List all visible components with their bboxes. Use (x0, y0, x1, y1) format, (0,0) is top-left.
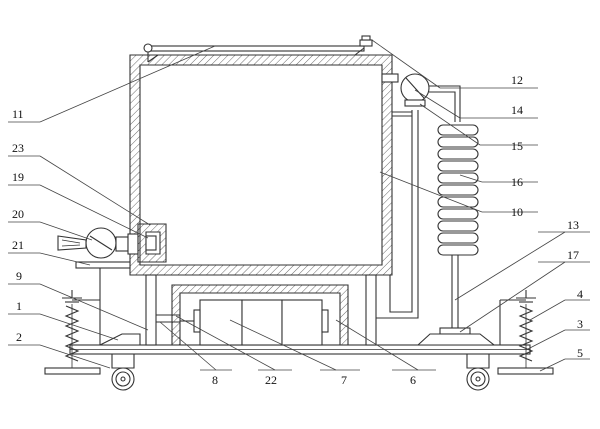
air-nozzle (127, 223, 167, 263)
motor (180, 299, 329, 346)
condenser-support-pole (416, 255, 496, 346)
callout-labels: 12 14 15 16 10 13 17 4 3 5 6 7 22 8 11 2… (12, 73, 583, 387)
callout-10: 10 (511, 205, 523, 219)
left-leveling-screw (44, 290, 101, 375)
callout-21: 21 (12, 238, 24, 252)
left-caster-wheel (111, 354, 135, 391)
callout-9: 9 (16, 269, 22, 283)
callout-16: 16 (511, 175, 523, 189)
return-pipe (376, 110, 419, 319)
callout-2: 2 (16, 330, 22, 344)
callout-20: 20 (12, 207, 24, 221)
callout-1: 1 (16, 299, 22, 313)
callout-17: 17 (567, 248, 579, 262)
callout-7: 7 (341, 373, 347, 387)
callout-22: 22 (265, 373, 277, 387)
fan-platform (75, 261, 131, 300)
right-caster-wheel (466, 354, 490, 391)
leader-lines (8, 39, 590, 372)
right-leveling-screw (497, 290, 554, 375)
callout-3: 3 (577, 317, 583, 331)
callout-11: 11 (12, 107, 24, 121)
callout-12: 12 (511, 73, 523, 87)
tank-lid (143, 43, 365, 63)
outlet-pipe (429, 85, 461, 122)
callout-15: 15 (511, 139, 523, 153)
coil-condenser (437, 124, 479, 256)
blower-fan (57, 227, 129, 259)
callout-13: 13 (567, 218, 579, 232)
callout-4: 4 (577, 287, 583, 301)
main-tank (129, 54, 393, 276)
motor-housing (171, 284, 349, 346)
callout-5: 5 (577, 346, 583, 360)
lid-handle (359, 35, 373, 47)
callout-8: 8 (212, 373, 218, 387)
wedge-block (99, 333, 141, 346)
callout-6: 6 (410, 373, 416, 387)
callout-14: 14 (511, 103, 523, 117)
callout-23: 23 (12, 141, 24, 155)
pump (381, 73, 430, 107)
callout-19: 19 (12, 170, 24, 184)
